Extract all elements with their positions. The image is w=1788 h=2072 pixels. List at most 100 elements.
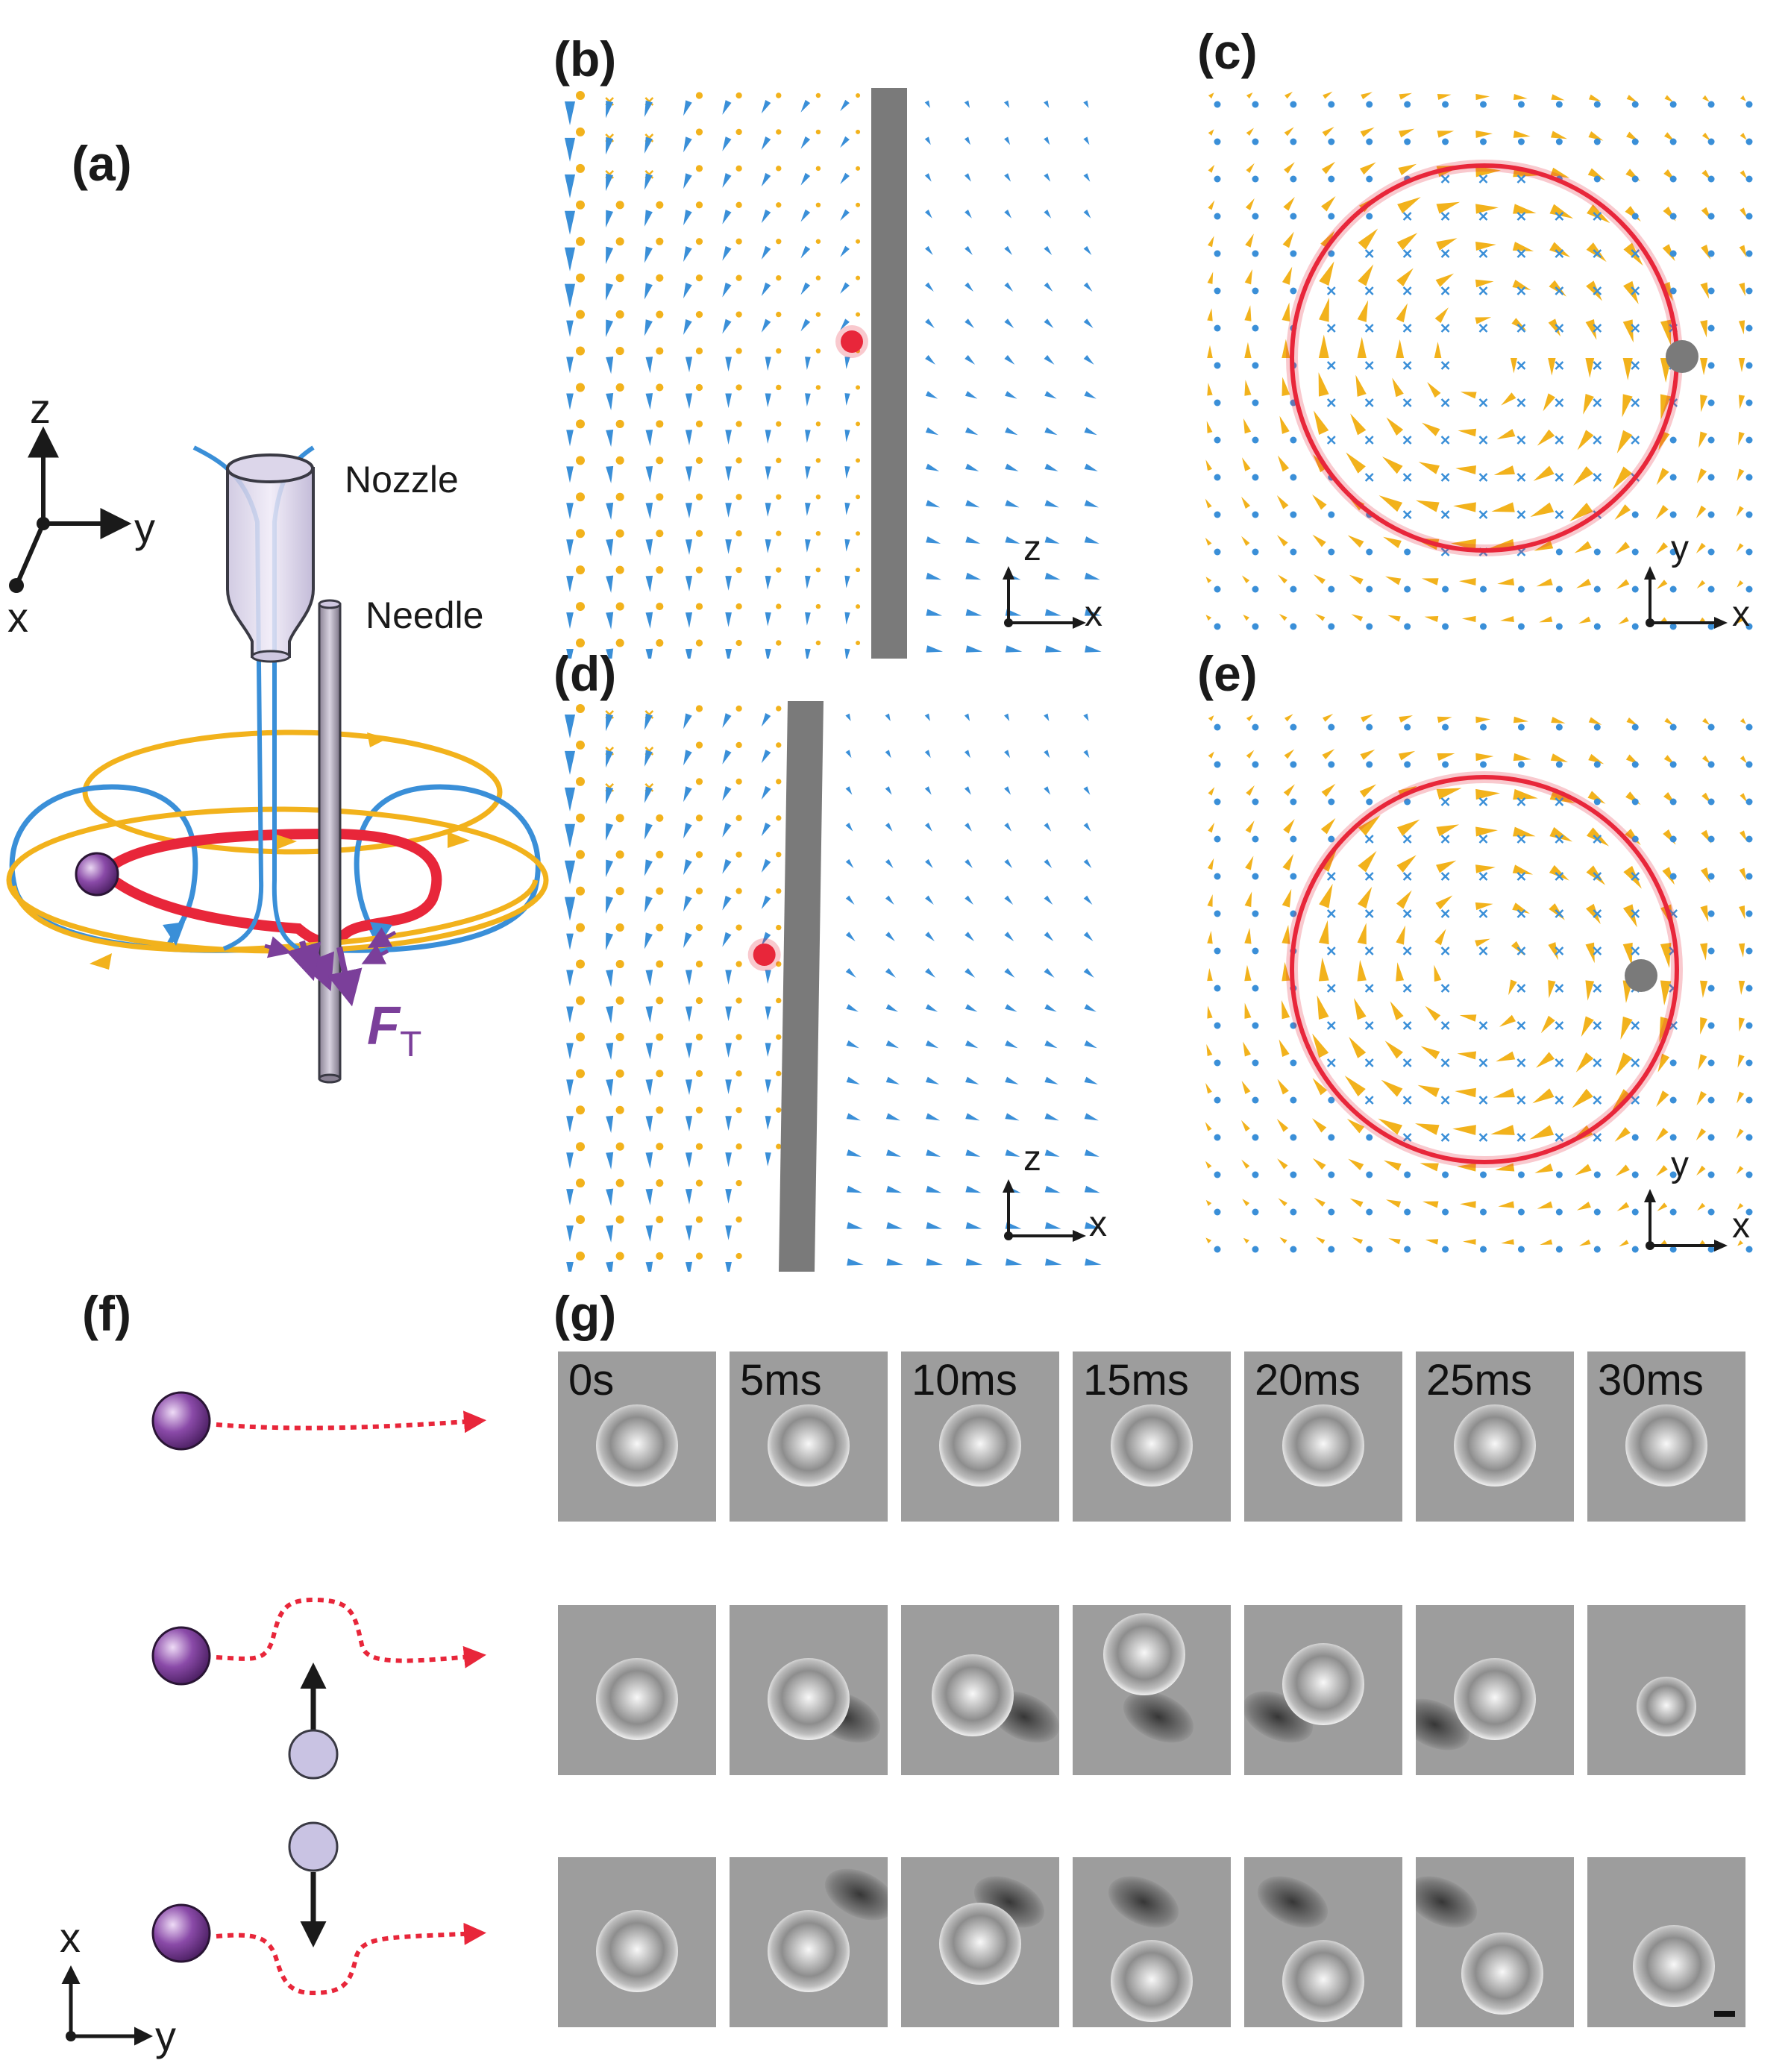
vector-arrow: [965, 427, 979, 436]
vector-arrow: [1655, 505, 1669, 520]
vector-dot: [1214, 362, 1221, 369]
vector-arrow: [1344, 1076, 1366, 1097]
vector-arrow: [885, 1004, 898, 1012]
vector-arrow: [1475, 938, 1490, 947]
vector-cross: [1516, 510, 1526, 519]
vector-cross: [1593, 1021, 1602, 1030]
vector-dot: [776, 348, 782, 354]
vector-arrow: [846, 1185, 862, 1193]
vector-arrow: [1533, 465, 1555, 481]
time-label: 30ms: [1598, 1356, 1704, 1404]
vector-dot: [1252, 1022, 1259, 1029]
panel-label-d: (d): [553, 646, 617, 701]
vector-arrow: [1622, 319, 1634, 343]
vector-arrow: [1207, 383, 1213, 396]
vector-arrow: [1657, 1053, 1670, 1073]
vector-cross: [1478, 909, 1488, 918]
vector-dot: [1252, 1171, 1259, 1178]
vector-arrow: [606, 648, 614, 659]
particle-image: [596, 1910, 678, 1992]
vector-cross: [1555, 797, 1564, 806]
vector-arrow: [1398, 750, 1416, 761]
vector-dot: [776, 924, 782, 931]
vector-arrow: [1277, 455, 1290, 472]
vector-cross: [1364, 473, 1374, 482]
vector-arrow: [1512, 242, 1534, 252]
nozzle-label: Nozzle: [345, 459, 459, 500]
vector-arrow: [1387, 615, 1401, 622]
vector-dot: [1328, 1171, 1335, 1178]
vector-arrow: [1660, 394, 1672, 420]
vector-arrow: [1550, 167, 1570, 178]
vector-arrow: [606, 750, 614, 768]
vector-arrow: [1512, 864, 1534, 875]
vector-dot: [1252, 362, 1259, 369]
vector-dot: [1290, 287, 1297, 295]
vector-dot: [1328, 213, 1335, 220]
vector-arrow: [805, 357, 811, 371]
vector-arrow: [1436, 860, 1457, 873]
vector-dot: [1517, 1171, 1525, 1178]
vector-dot: [576, 492, 585, 502]
vector-dot: [1480, 1246, 1487, 1253]
vector-cross: [1516, 436, 1526, 445]
vector-dot: [1707, 723, 1715, 731]
vector-arrow: [1381, 456, 1403, 474]
vector-arrow: [845, 750, 852, 759]
vector-dot: [735, 311, 742, 318]
vector-dot: [1480, 761, 1487, 768]
vector-dot: [735, 494, 742, 500]
vector-arrow: [685, 539, 693, 555]
vector-dot: [1290, 1171, 1297, 1178]
vector-dot: [1631, 798, 1639, 806]
vector-dot: [776, 530, 782, 536]
vector-cross: [1440, 909, 1450, 918]
vector-arrow: [683, 173, 692, 189]
vector-arrow: [1044, 463, 1058, 471]
vector-dot: [1555, 101, 1563, 108]
vector-arrow: [566, 393, 574, 410]
vector-arrow: [725, 357, 732, 372]
vector-arrow: [1455, 465, 1476, 474]
vector-arrow: [1618, 617, 1629, 625]
vector-cross: [1478, 436, 1488, 445]
vector-cross: [1402, 1058, 1412, 1067]
vector-arrow: [1587, 791, 1606, 804]
vector-dot: [1252, 947, 1259, 955]
vector-arrow: [1702, 95, 1710, 102]
vector-dot: [856, 458, 861, 463]
vector-arrow: [685, 357, 693, 373]
vector-arrow: [722, 100, 732, 115]
microscopy-frame: [730, 1857, 888, 2027]
vector-cross: [1478, 1021, 1488, 1030]
vector-arrow: [925, 463, 940, 471]
vector-arrow: [725, 503, 732, 518]
vector-arrow: [1390, 1001, 1404, 1020]
vector-cross: [1516, 249, 1526, 258]
vector-arrow: [1700, 395, 1708, 412]
vector-arrow: [1005, 1258, 1023, 1266]
scale-bar: [1714, 2011, 1735, 2017]
vector-cross: [1440, 984, 1450, 993]
vector-arrow: [1282, 302, 1290, 322]
vector-arrow: [1350, 413, 1367, 436]
panel-label-b: (b): [553, 31, 617, 87]
vector-arrow: [1657, 1202, 1668, 1212]
vector-arrow: [606, 1006, 614, 1024]
vector-arrow: [1347, 535, 1364, 548]
vector-arrow: [1536, 578, 1553, 587]
vector-arrow: [566, 1225, 574, 1243]
vector-cross: [1326, 286, 1336, 295]
vector-arrow: [1550, 131, 1568, 139]
vector-arrow: [725, 970, 732, 985]
vector-cross: [1593, 361, 1602, 370]
vector-arrow: [1244, 380, 1252, 396]
vector-dot: [1707, 138, 1715, 145]
vector-arrow: [1455, 1087, 1476, 1098]
vector-dot: [695, 493, 703, 500]
vector-arrow: [683, 786, 692, 803]
vector-arrow: [1318, 372, 1329, 397]
vector-dot: [1252, 436, 1259, 444]
vector-arrow: [1700, 905, 1709, 923]
vector-arrow: [761, 172, 771, 187]
